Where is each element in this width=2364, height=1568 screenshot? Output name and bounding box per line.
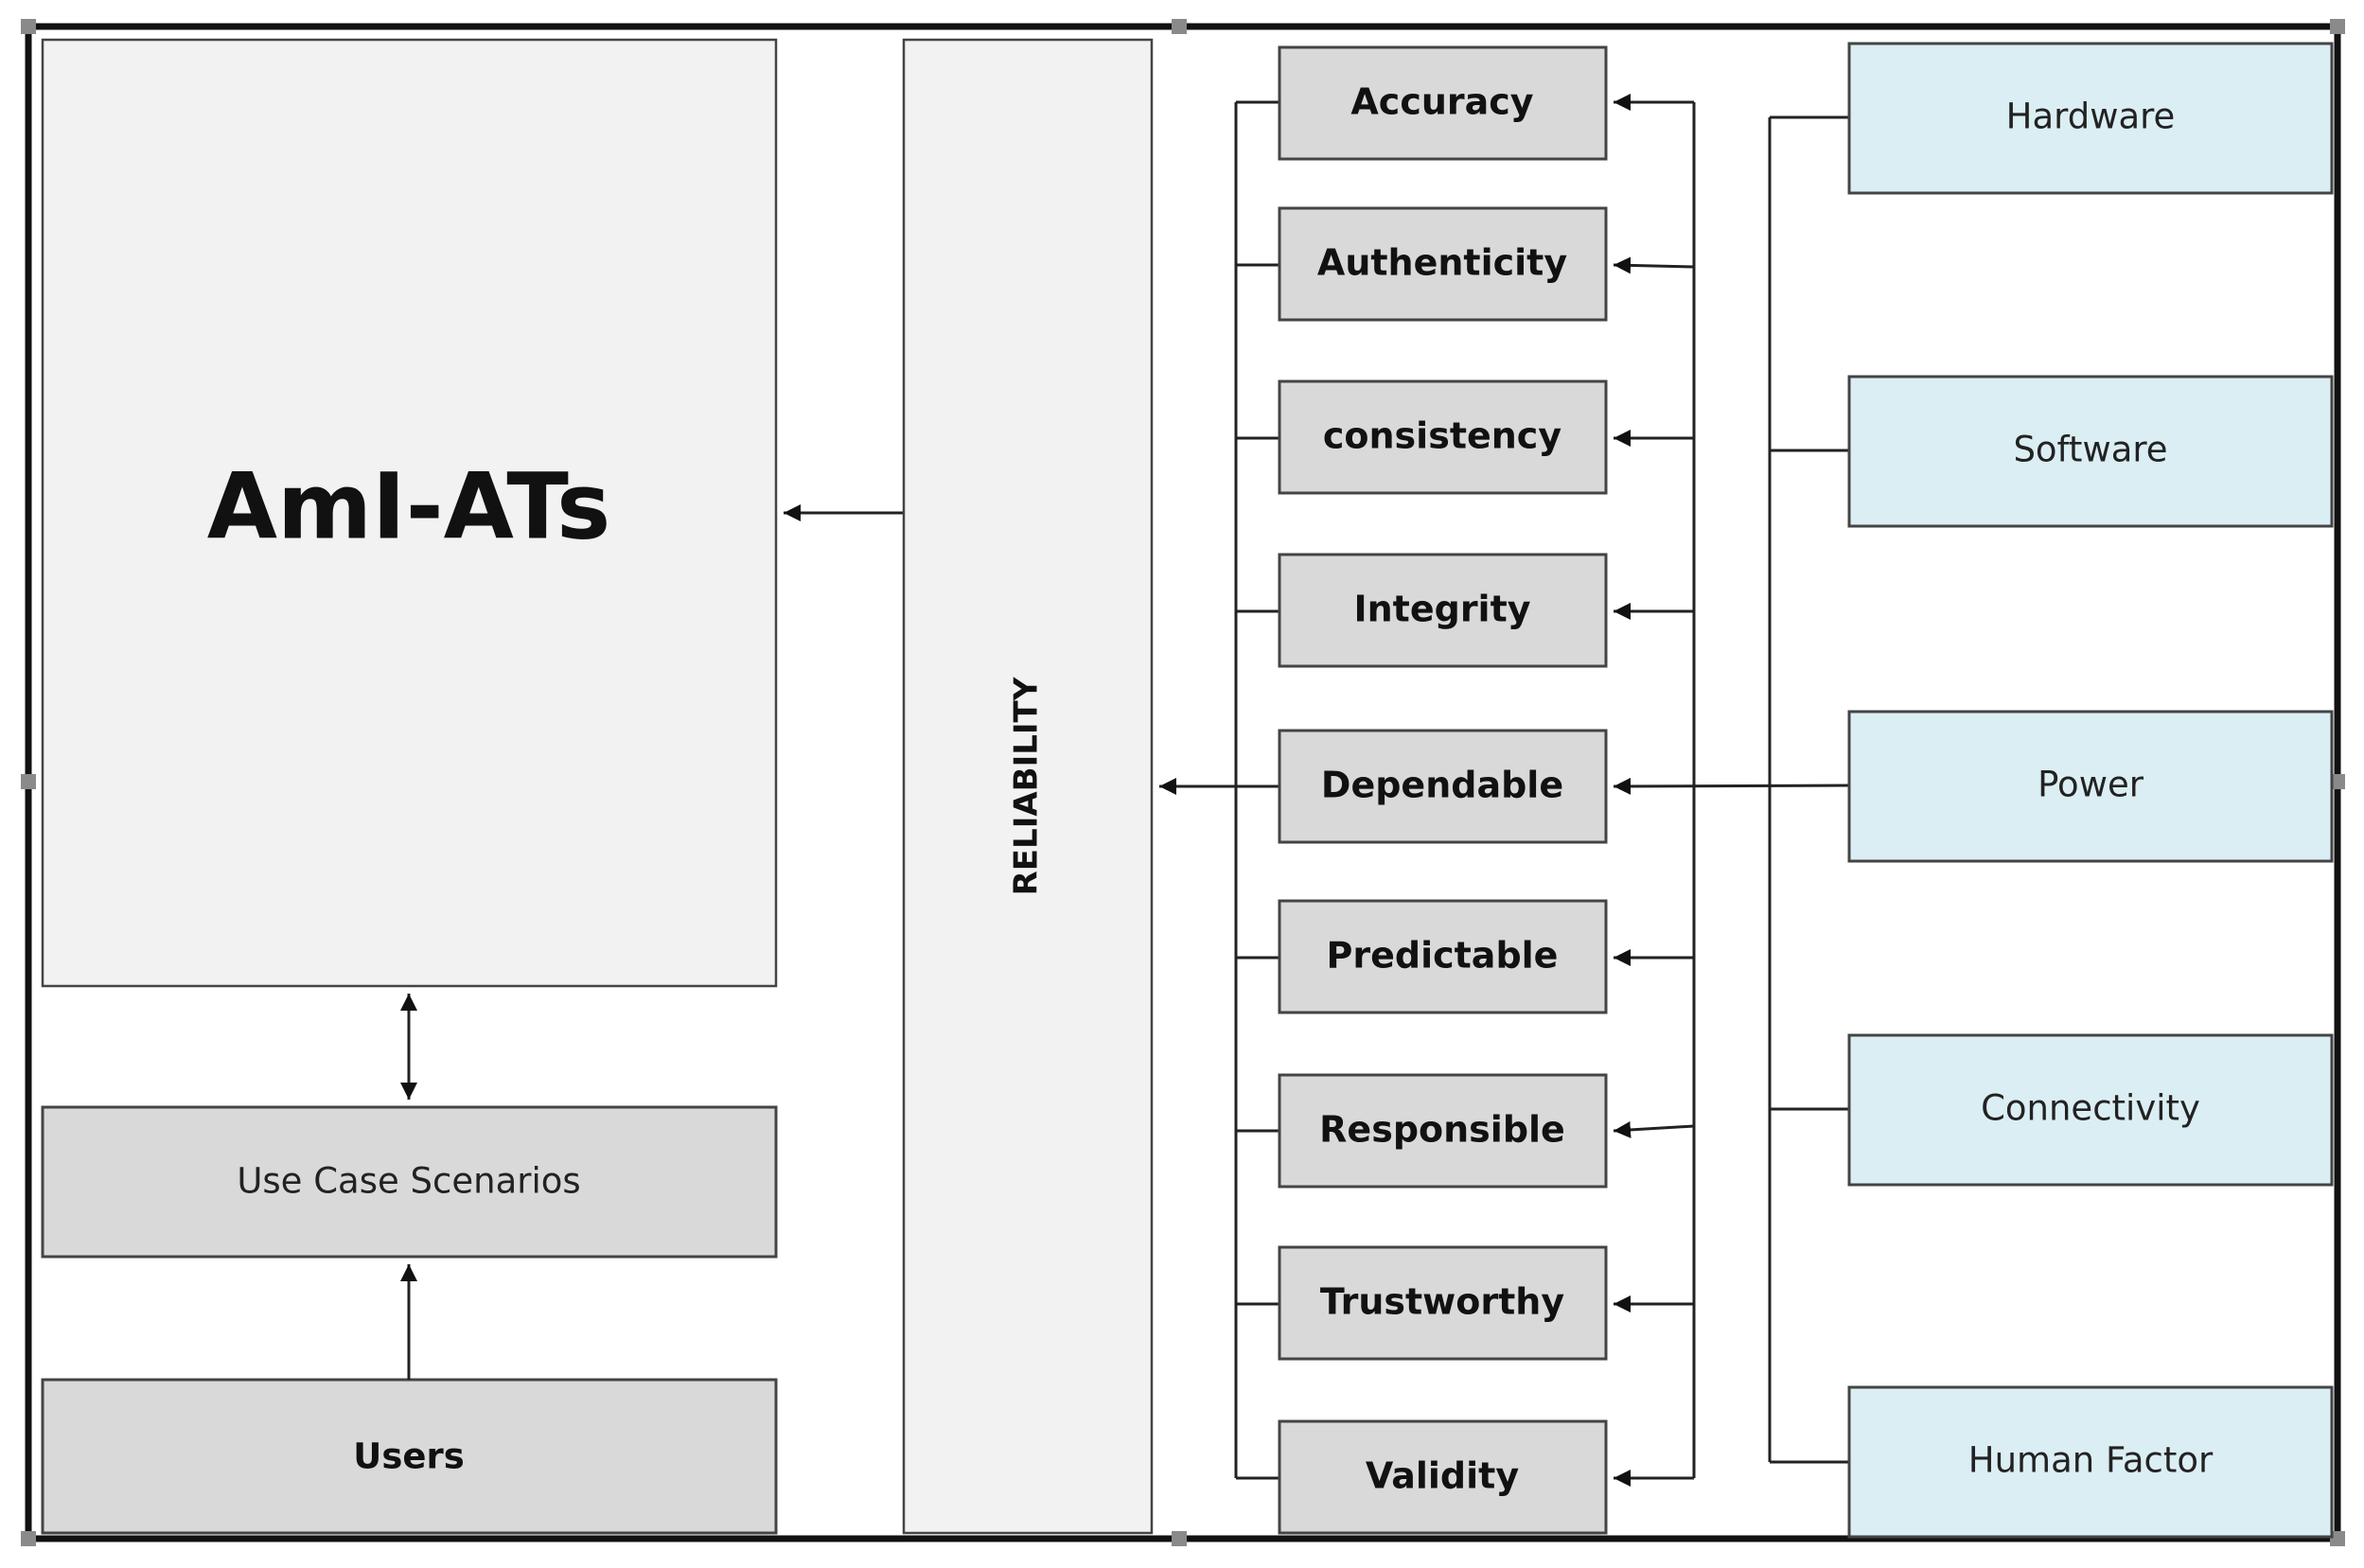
- attribute-dependable: Dependable: [1278, 729, 1608, 844]
- factor-label: Hardware: [2006, 97, 2176, 137]
- attributes-bracket: [1234, 100, 1279, 1480]
- users-box: Users: [41, 1378, 778, 1535]
- attribute-predictable: Predictable: [1278, 899, 1608, 1014]
- factor-label: Power: [2038, 765, 2144, 805]
- main-box-label: AmI-ATs: [207, 453, 611, 559]
- attribute-responsible: Responsible: [1278, 1073, 1608, 1189]
- attribute-authenticity: Authenticity: [1278, 206, 1608, 322]
- factor-power: Power: [1847, 710, 2334, 863]
- factors-to-attributes-bracket: [1613, 94, 1850, 1487]
- attribute-consistency: consistency: [1278, 379, 1608, 495]
- attribute-validity: Validity: [1278, 1419, 1608, 1535]
- attribute-label: Responsible: [1319, 1109, 1565, 1151]
- main-box: AmI-ATs: [41, 38, 778, 988]
- attribute-label: consistency: [1323, 415, 1561, 457]
- attribute-label: Authenticity: [1317, 242, 1567, 284]
- factor-hardware: Hardware: [1847, 42, 2334, 195]
- factor-software: Software: [1847, 375, 2334, 528]
- reliability-label: RELIABILITY: [1008, 677, 1046, 895]
- factor-label: Human Factor: [1968, 1440, 2214, 1481]
- attribute-integrity: Integrity: [1278, 553, 1608, 668]
- use-case-box: Use Case Scenarios: [41, 1105, 778, 1259]
- factor-label: Software: [2013, 430, 2167, 470]
- use-case-label: Use Case Scenarios: [237, 1161, 580, 1202]
- reliability-bar: RELIABILITY: [902, 38, 1154, 1535]
- attribute-label: Integrity: [1353, 589, 1530, 630]
- factor-label: Connectivity: [1981, 1088, 2200, 1129]
- factor-connectivity: Connectivity: [1847, 1033, 2334, 1187]
- attribute-trustworthy: Trustworthy: [1278, 1245, 1608, 1361]
- frame-handles: [21, 19, 2345, 1546]
- attribute-label: Accuracy: [1350, 81, 1533, 123]
- attribute-label: Predictable: [1327, 935, 1559, 977]
- users-label: Users: [353, 1436, 464, 1477]
- attribute-label: Validity: [1366, 1455, 1519, 1497]
- factor-human-factor: Human Factor: [1847, 1385, 2334, 1539]
- attribute-label: Trustworthy: [1320, 1281, 1564, 1323]
- attribute-label: Dependable: [1321, 765, 1563, 806]
- attribute-accuracy: Accuracy: [1278, 45, 1608, 161]
- factors-bracket: [1768, 115, 1849, 1464]
